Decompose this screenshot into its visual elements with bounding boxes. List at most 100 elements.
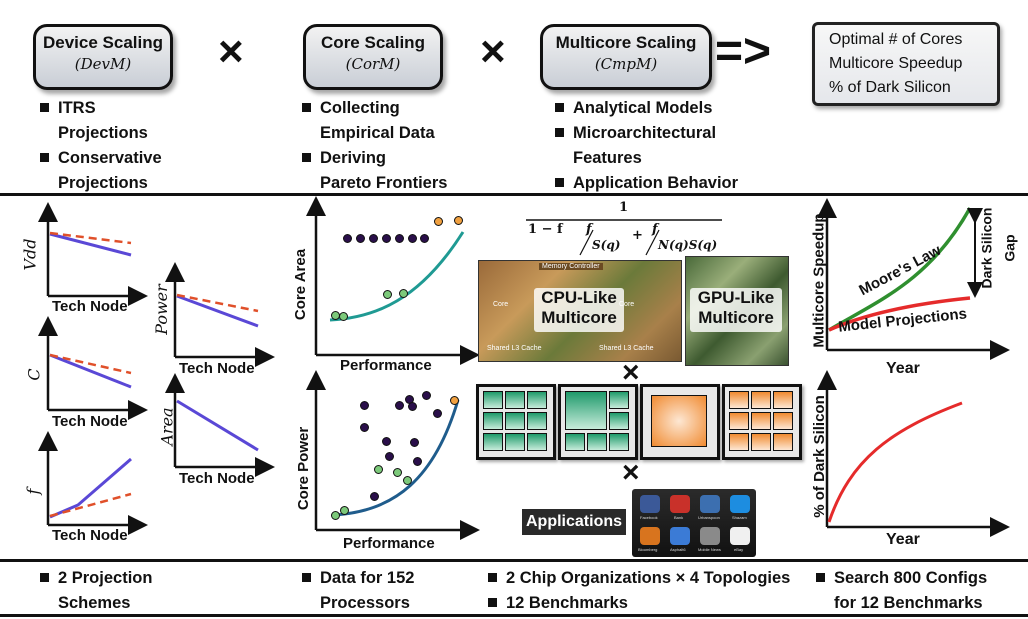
multicore-bullet-microarch-cont: Features xyxy=(573,149,642,167)
asphalt-icon xyxy=(670,527,690,545)
app-name-ebay: eBay xyxy=(734,547,744,552)
speedup-plot xyxy=(817,198,1010,360)
scatter-point xyxy=(370,492,379,501)
core-bullet-deriving: Deriving xyxy=(300,146,447,171)
topology-dynamic xyxy=(640,384,720,460)
scatter-point xyxy=(343,234,352,243)
scatter-point xyxy=(433,409,442,418)
area-xlabel: Tech Node xyxy=(179,470,255,487)
core-bullets: Collecting Empirical Data Deriving Paret… xyxy=(300,96,447,196)
device-scaling-abbr: (DevM) xyxy=(74,55,132,73)
cpu-like-label-line2: Multicore xyxy=(541,308,617,327)
speedup-xlabel: Year xyxy=(886,360,920,377)
power-blue-line xyxy=(176,294,259,328)
multicore-bullets: Analytical Models Microarchitectural Fea… xyxy=(553,96,738,196)
gpu-like-label-line1: GPU-Like xyxy=(697,288,775,307)
times-operator-2: × xyxy=(480,27,506,76)
cpu-die-core-1: Core xyxy=(493,301,509,308)
scatter-point xyxy=(340,506,349,515)
core-area-xlabel: Performance xyxy=(340,357,432,374)
scatter-point xyxy=(393,468,402,477)
device-bullet-itrs: ITRS xyxy=(38,96,162,121)
c-blue-line xyxy=(49,353,132,389)
vdd-plot xyxy=(38,202,148,306)
formula-one-minus: 1 − f xyxy=(528,222,563,237)
output-multicore-speedup: Multicore Speedup xyxy=(829,55,963,72)
applications-panel: Facebook Bank Urbanspoon Shazam Bloomber… xyxy=(632,489,756,557)
core-scaling-title: Core Scaling xyxy=(321,33,425,52)
vdd-xlabel: Tech Node xyxy=(52,298,128,315)
scatter-point xyxy=(408,234,417,243)
core-bullet-deriving-cont: Pareto Frontiers xyxy=(320,174,448,192)
dark-silicon-xlabel: Year xyxy=(886,531,920,548)
scatter-point xyxy=(369,234,378,243)
cpu-like-label: CPU-Like Multicore xyxy=(534,288,624,332)
area-blue-line xyxy=(176,399,259,452)
scatter-point xyxy=(339,312,348,321)
search-summary-line2: for 12 Benchmarks xyxy=(834,594,983,612)
moore-curve xyxy=(828,207,972,332)
device-bullet-conservative: Conservative xyxy=(38,146,162,171)
dark-silicon-curve xyxy=(827,401,963,523)
scatter-point xyxy=(382,437,391,446)
core-bullet-collecting: Collecting xyxy=(300,96,447,121)
vdd-red-dash xyxy=(49,231,132,245)
cpu-like-label-line1: CPU-Like xyxy=(541,288,617,307)
times-operator-chips: × xyxy=(622,356,640,389)
app-name-bank: Bank xyxy=(674,515,684,520)
applications-label: Applications xyxy=(522,509,627,535)
divider-bottom-1 xyxy=(0,559,1028,562)
multicore-bullet-analytical: Analytical Models xyxy=(553,96,738,121)
speedup-ylabel: Multicore Speedup xyxy=(810,213,828,348)
scatter-point xyxy=(383,290,392,299)
device-summary-line2: Schemes xyxy=(58,594,131,612)
core-power-plot xyxy=(306,370,480,540)
core-scaling-abbr: (CorM) xyxy=(345,55,401,73)
search-summary-bullets: Search 800 Configs for 12 Benchmarks xyxy=(814,566,987,616)
divider-bottom-2 xyxy=(0,614,1028,617)
multicore-scaling-box: Multicore Scaling (CmpM) xyxy=(540,24,712,90)
bloomberg-icon xyxy=(640,527,660,545)
scatter-point xyxy=(382,234,391,243)
scatter-point xyxy=(395,234,404,243)
topology-composed xyxy=(722,384,802,460)
multicore-scaling-title: Multicore Scaling xyxy=(555,33,697,52)
cpu-die-memory-controller: Memory Controller xyxy=(539,263,603,270)
power-xlabel: Tech Node xyxy=(179,360,255,377)
scatter-point xyxy=(395,401,404,410)
area-ylabel: Area xyxy=(157,407,177,446)
f-plot xyxy=(38,431,148,535)
formula-s1: S(q) xyxy=(592,238,621,252)
core-scaling-box: Core Scaling (CorM) xyxy=(303,24,443,90)
f-xlabel: Tech Node xyxy=(52,527,128,544)
device-scaling-box: Device Scaling (DevM) xyxy=(33,24,173,90)
app-name-shazam: Shazam xyxy=(732,515,747,520)
divider-top xyxy=(0,193,1028,196)
topology-asymmetric xyxy=(558,384,638,460)
power-plot xyxy=(165,262,275,367)
times-operator-1: × xyxy=(218,27,244,76)
ebay-icon xyxy=(730,527,750,545)
core-area-curve xyxy=(329,231,465,322)
app-name-urbanspoon: Urbanspoon xyxy=(698,515,720,520)
core-bullet-collecting-cont: Empirical Data xyxy=(320,124,435,142)
device-bullets: ITRS Projections Conservative Projection… xyxy=(38,96,162,196)
facebook-icon xyxy=(640,495,660,513)
vdd-blue-line xyxy=(49,232,132,257)
cpu-die-cache-1: Shared L3 Cache xyxy=(487,345,542,352)
formula-plus: + xyxy=(632,228,643,243)
scatter-point xyxy=(413,457,422,466)
scatter-point xyxy=(403,476,412,485)
gpu-like-label-line2: Multicore xyxy=(698,308,774,327)
scatter-point xyxy=(422,391,431,400)
gpu-like-label: GPU-Like Multicore xyxy=(690,288,782,332)
multicore-scaling-abbr: (CmpM) xyxy=(594,55,658,73)
core-summary-line2: Processors xyxy=(320,594,410,612)
urbanspoon-icon xyxy=(700,495,720,513)
f-blue-line xyxy=(49,457,132,519)
implies-operator: => xyxy=(715,25,772,78)
multicore-bullet-microarch: Microarchitectural xyxy=(553,121,738,146)
formula-s2: N(q)S(q) xyxy=(658,238,718,252)
f-red-dash xyxy=(49,492,132,518)
